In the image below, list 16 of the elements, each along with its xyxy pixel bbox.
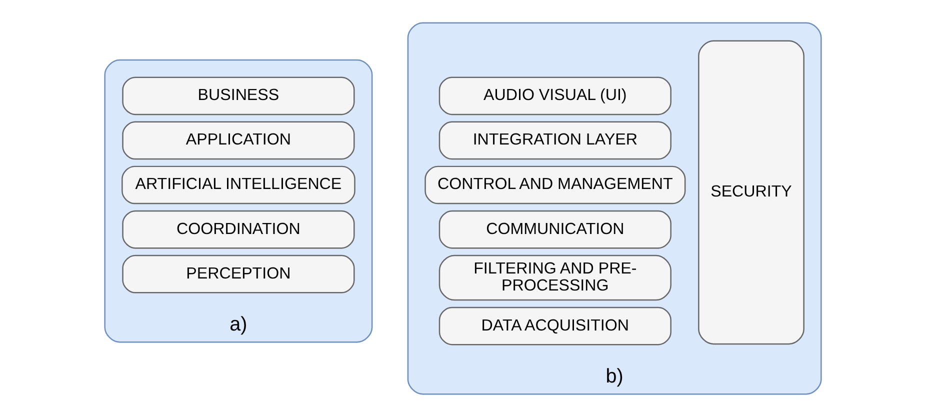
node-box: CONTROL AND MANAGEMENT	[424, 166, 686, 204]
cluster	[104, 59, 372, 343]
node-box: BUSINESS	[122, 76, 354, 116]
node-label: a)	[229, 314, 247, 336]
node-box: SECURITY	[698, 40, 804, 345]
node-box: APPLICATION	[122, 121, 354, 160]
node-box: INTEGRATION LAYER	[438, 121, 671, 160]
node-box: ARTIFICIAL INTELLIGENCE	[121, 166, 355, 204]
node-box: PERCEPTION	[122, 254, 354, 294]
cluster	[406, 22, 822, 395]
node-box: COORDINATION	[122, 210, 354, 249]
node-box: COMMUNICATION	[438, 210, 671, 249]
node-box: DATA ACQUISITION	[438, 306, 671, 346]
node-box: AUDIO VISUAL (UI)	[438, 76, 671, 116]
node-label: b)	[605, 366, 623, 388]
node-box: FILTERING AND PRE-PROCESSING	[438, 254, 671, 301]
